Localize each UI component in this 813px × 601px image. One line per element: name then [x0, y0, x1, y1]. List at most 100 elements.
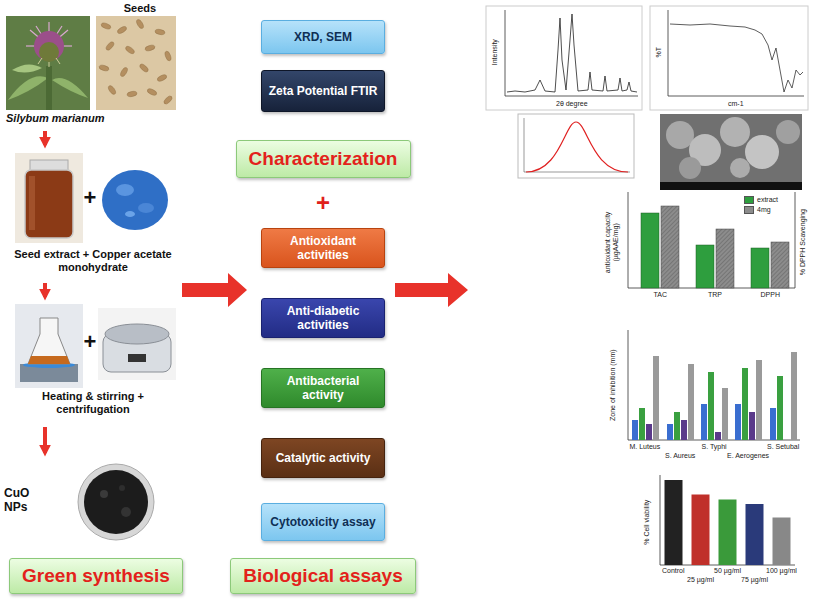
photo-panel: Seed extract + Copper acetate monohydrat…	[4, 150, 182, 280]
flow-arrow	[43, 283, 47, 297]
seeds-photo-part-part	[107, 84, 117, 95]
antibacterial-bar-chart-part	[708, 372, 714, 440]
ftir-chart	[650, 6, 808, 110]
process-box: Catalytic activity	[261, 438, 385, 478]
box-label: Green synthesis	[22, 565, 170, 588]
antibacterial-bar-chart-part	[639, 408, 645, 440]
box-label: Anti-diabetic activities	[268, 304, 378, 333]
cuo-powder-dish	[78, 464, 154, 540]
antibacterial-bar-chart-part	[628, 330, 629, 440]
centrifuge-photo-part	[98, 308, 176, 380]
box-label: Catalytic activity	[276, 451, 371, 465]
seeds-photo-part-part	[146, 88, 157, 97]
category-label: S. Setubal	[767, 443, 799, 451]
seeds-photo-part-part	[100, 22, 111, 30]
section-box: Characterization	[236, 140, 411, 178]
antibacterial-bar-chart-part	[715, 432, 721, 440]
antibacterial-bar-chart-part	[681, 420, 687, 440]
antibacterial-bar-chart-part	[646, 424, 652, 440]
plus-sign: +	[84, 329, 97, 355]
category-label: E. Aerogenes	[727, 452, 769, 460]
copper-acetate-powder-part	[102, 170, 168, 230]
seeds-photo	[96, 16, 176, 110]
seeds-photo-part-part	[119, 66, 128, 77]
category-label: S. Aureus	[665, 452, 695, 460]
photo-caption: Heating & stirring + centrifugation	[4, 390, 182, 416]
legend-item: extract	[744, 196, 778, 204]
process-box: Anti-diabetic activities	[261, 298, 385, 338]
antibacterial-bar-chart-part	[791, 352, 797, 440]
axis-title: antioxidant capacity (µgAAE/mg)	[604, 197, 621, 287]
photo-panel: Heating & stirring + centrifugation	[4, 302, 182, 424]
category-label: TAC	[654, 291, 667, 299]
box-label: Antioxidant activities	[268, 234, 378, 263]
axis-title: % DPPH Scavenging	[799, 209, 807, 275]
process-box: Antioxidant activities	[261, 228, 385, 268]
process-box: XRD, SEM	[261, 20, 385, 54]
hot-plate-photo-part	[15, 304, 83, 388]
antibacterial-bar-chart-part	[770, 408, 776, 440]
antioxidant-bar-chart-part	[696, 245, 714, 288]
xrd-chart	[486, 6, 642, 110]
process-box: Zeta Potential FTIR	[261, 70, 385, 112]
centrifuge-photo-part	[105, 324, 169, 344]
axis-title: Intensity	[491, 39, 499, 65]
antioxidant-bar-chart	[628, 192, 795, 288]
photo-caption: CuO NPs	[4, 486, 48, 515]
ftir-chart-part	[668, 10, 669, 96]
seeds-photo-part-part	[155, 29, 166, 36]
xrd-chart-part	[486, 6, 642, 110]
sem-image-part	[660, 182, 802, 190]
box-label: Cytotoxicity assay	[270, 515, 375, 529]
axis-title: %T	[655, 47, 663, 58]
antibacterial-bar-chart-part	[667, 424, 673, 440]
cell-viability-bar-chart-part	[746, 504, 764, 565]
category-label: M. Luteus	[630, 443, 661, 451]
legend-text: 4mg	[757, 206, 771, 214]
connector-layer-part	[45, 131, 46, 453]
flow-arrow	[43, 131, 47, 145]
zeta-chart-part	[524, 172, 630, 173]
hot-plate-photo-part	[28, 356, 70, 364]
ftir-chart-part	[668, 96, 804, 97]
box-label: Zeta Potential FTIR	[269, 84, 378, 98]
axis-title: Zone of inhibition (mm)	[609, 349, 617, 421]
plant-photo-part	[38, 58, 60, 67]
antioxidant-bar-chart-part	[641, 213, 659, 288]
extract-photo-part	[25, 170, 73, 238]
xrd-chart-part	[505, 10, 506, 96]
cuo-powder-dish-part	[78, 464, 154, 540]
plant-photo-part	[34, 31, 64, 61]
legend-swatch	[744, 196, 754, 204]
seeds-photo-part-part	[116, 25, 127, 34]
antibacterial-bar-chart-part	[653, 356, 659, 440]
seeds-photo-part-part	[105, 41, 115, 52]
seeds-photo-part-part	[139, 63, 150, 73]
category-label: 50 µg/ml	[714, 567, 741, 575]
antioxidant-bar-chart-part	[795, 192, 796, 288]
box-label: Characterization	[249, 148, 398, 171]
seeds-photo-part	[96, 16, 176, 110]
cell-viability-bar-chart-part	[719, 500, 737, 566]
seeds-photo-part-part	[164, 50, 172, 61]
process-box: Antibacterial activity	[261, 368, 385, 408]
cuo-powder-dish-part	[84, 470, 148, 534]
cuo-powder-dish-part	[100, 490, 108, 498]
plant-photo-part	[39, 42, 59, 62]
cell-viability-bar-chart	[660, 475, 795, 565]
antibacterial-bar-chart-part	[688, 364, 694, 440]
legend-swatch	[744, 206, 754, 214]
category-label: DPPH	[761, 291, 780, 299]
ftir-chart-part	[650, 6, 808, 110]
antibacterial-bar-chart-part	[742, 368, 748, 440]
seeds-photo-part-part	[156, 74, 167, 83]
seeds-photo-part-part	[135, 18, 144, 29]
photo-caption: Seeds	[100, 2, 180, 15]
antibacterial-bar-chart-part	[722, 388, 728, 440]
axis-title: 2θ degree	[556, 100, 588, 108]
category-label: 100 µg/ml	[766, 567, 797, 575]
extract-photo-part	[29, 176, 35, 230]
xrd-chart-part	[507, 14, 637, 92]
